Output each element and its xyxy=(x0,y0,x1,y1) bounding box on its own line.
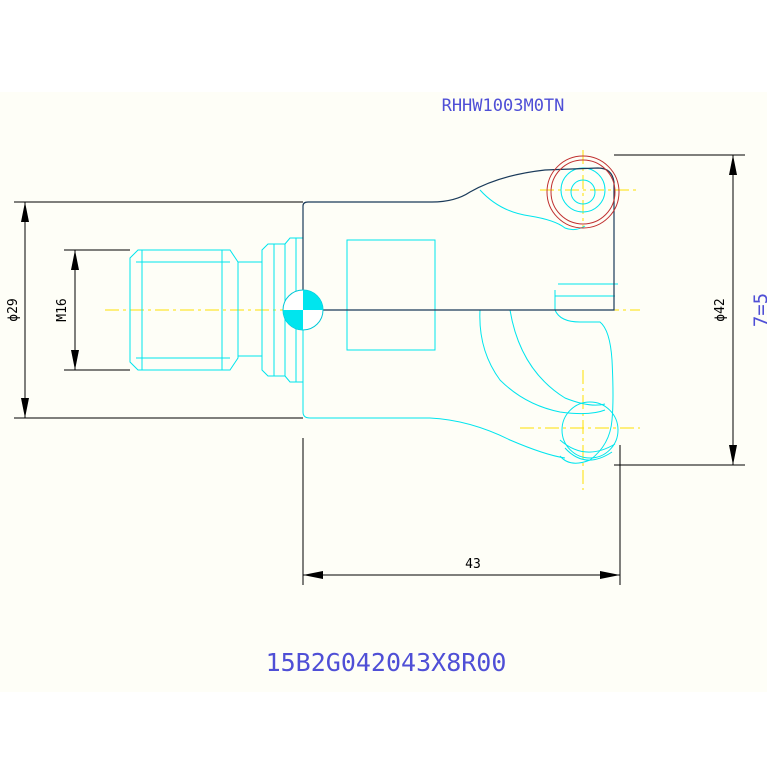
dimension-arrowheads xyxy=(21,155,737,579)
head-body-outline xyxy=(302,382,566,459)
side-label: 7=5 xyxy=(750,293,767,327)
head-body-edge xyxy=(302,167,615,311)
head-pocket xyxy=(346,239,436,351)
lower-flute-outer xyxy=(479,309,606,415)
upper-flute xyxy=(479,189,586,231)
drawing-code-label: 15B2G042043X8R00 xyxy=(266,648,507,677)
drawing-sheet xyxy=(0,92,767,692)
dim-thread-m16: M16 xyxy=(55,298,70,321)
lower-insert-seat xyxy=(561,401,619,459)
dim-diameter-42: ϕ42 xyxy=(713,298,728,321)
tool-designation-label: RHHW1003M0TN xyxy=(442,96,565,116)
insert-screw-hole xyxy=(570,179,596,205)
insert-circle xyxy=(546,155,620,229)
threaded-shank xyxy=(129,249,239,371)
dim-diameter-29: ϕ29 xyxy=(6,298,21,321)
tool-geometry xyxy=(129,167,619,464)
center-of-gravity-icon xyxy=(282,289,324,331)
dim-length-43: 43 xyxy=(465,557,481,572)
